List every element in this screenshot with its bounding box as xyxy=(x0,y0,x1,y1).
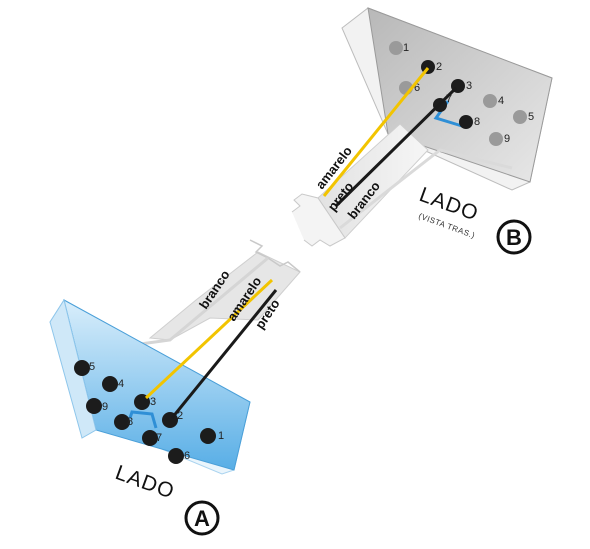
cable-sleeve-lower xyxy=(148,251,301,341)
lado-a-text: LADO xyxy=(112,461,177,504)
lado-a-badge xyxy=(184,500,220,536)
connector-a-side xyxy=(49,298,97,439)
pin-a-5 xyxy=(74,360,90,376)
pin-a-num-7: 7 xyxy=(156,432,162,444)
wire-yellow-upper xyxy=(322,67,430,197)
pin-b-num-7: 7 xyxy=(446,93,452,105)
connector-a-pins xyxy=(74,360,216,464)
pin-a-num-2: 2 xyxy=(177,410,183,422)
pin-b-4 xyxy=(483,94,497,108)
pin-a-num-3: 3 xyxy=(150,396,156,408)
pin-b-num-2: 2 xyxy=(436,61,442,73)
pin-b-num-4: 4 xyxy=(498,95,504,107)
pin-b-num-1: 1 xyxy=(403,42,409,54)
connector-a-pin-numbers: 1 2 3 4 5 6 7 8 9 xyxy=(89,361,224,462)
pin-a-num-4: 4 xyxy=(118,378,124,390)
pin-b-num-5: 5 xyxy=(528,111,534,123)
wire-yellow-lower xyxy=(144,278,274,400)
lado-a-caption: LADO A xyxy=(112,461,220,536)
connector-a-jumper xyxy=(128,410,158,429)
pin-a-num-5: 5 xyxy=(89,361,95,373)
pin-a-num-1: 1 xyxy=(218,430,224,442)
connector-b: 1 2 3 4 5 6 7 8 9 xyxy=(341,7,553,191)
lado-b-badge xyxy=(496,219,532,255)
lado-b-caption: LADO B (VISTA TRAS.) xyxy=(416,183,532,255)
wire-black-upper xyxy=(334,86,458,208)
pin-a-num-6: 6 xyxy=(184,450,190,462)
connector-b-pin-numbers: 1 2 3 4 5 6 7 8 9 xyxy=(403,42,534,145)
pin-b-num-9: 9 xyxy=(504,133,510,145)
lado-b-badge-text: B xyxy=(506,225,522,250)
cable-break-upper xyxy=(291,193,346,247)
pin-b-8 xyxy=(459,115,473,129)
pin-a-1 xyxy=(200,428,216,444)
wire-white-upper xyxy=(339,148,513,230)
pin-b-num-8: 8 xyxy=(474,116,480,128)
connector-a: 1 2 3 4 5 6 7 8 9 xyxy=(49,298,251,475)
wire-black-lower xyxy=(170,289,278,419)
pin-a-9 xyxy=(86,398,102,414)
lado-a-badge-text: A xyxy=(194,506,210,531)
pin-b-1 xyxy=(389,41,403,55)
pin-a-4 xyxy=(102,376,118,392)
pin-a-num-8: 8 xyxy=(127,416,133,428)
pin-b-num-6: 6 xyxy=(414,82,420,94)
pin-a-6 xyxy=(168,448,184,464)
cable-sleeve xyxy=(95,123,513,352)
pin-a-7 xyxy=(142,430,158,446)
pin-b-9 xyxy=(489,132,503,146)
wires xyxy=(144,67,458,419)
pin-a-num-9: 9 xyxy=(102,401,108,413)
pin-b-5 xyxy=(513,110,527,124)
pin-b-num-3: 3 xyxy=(466,80,472,92)
pin-a-8 xyxy=(114,414,130,430)
